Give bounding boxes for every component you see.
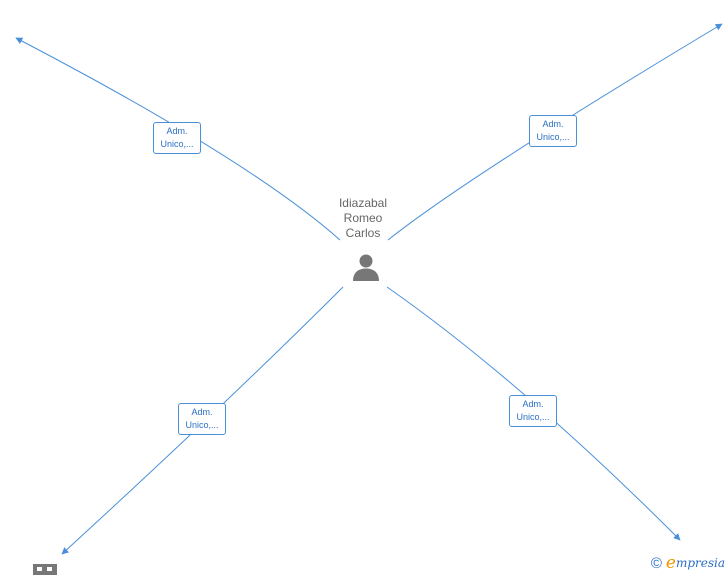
edge-line-nw: [15, 37, 341, 241]
edge-label-line-2: Unico,...: [536, 132, 570, 142]
building-icon[interactable]: [33, 564, 57, 575]
edge-label-nw[interactable]: Adm. Unico,...: [153, 122, 201, 154]
edge-label-line-2: Unico,...: [516, 412, 550, 422]
edge-line-ne: [387, 23, 723, 241]
edge-label-se[interactable]: Adm. Unico,...: [509, 395, 557, 427]
edge-label-line-1: Adm.: [522, 399, 544, 409]
edge-label-line-1: Adm.: [191, 407, 213, 417]
brand-watermark: © e mpresia: [650, 553, 725, 573]
center-name-line-3: Carlos: [345, 226, 381, 240]
edge-label-line-2: Unico,...: [160, 139, 194, 149]
center-person-name[interactable]: Idiazabal Romeo Carlos: [313, 196, 413, 241]
edge-label-line-1: Adm.: [542, 119, 564, 129]
edge-label-sw[interactable]: Adm. Unico,...: [178, 403, 226, 435]
copyright-symbol: ©: [650, 554, 662, 572]
edge-label-line-2: Unico,...: [185, 420, 219, 430]
center-name-line-2: Romeo: [343, 211, 383, 225]
person-icon[interactable]: [351, 252, 381, 282]
brand-initial: e: [665, 553, 676, 573]
center-name-line-1: Idiazabal: [338, 196, 388, 210]
edge-label-line-1: Adm.: [166, 126, 188, 136]
brand-name: mpresia: [675, 556, 725, 570]
edge-label-ne[interactable]: Adm. Unico,...: [529, 115, 577, 147]
